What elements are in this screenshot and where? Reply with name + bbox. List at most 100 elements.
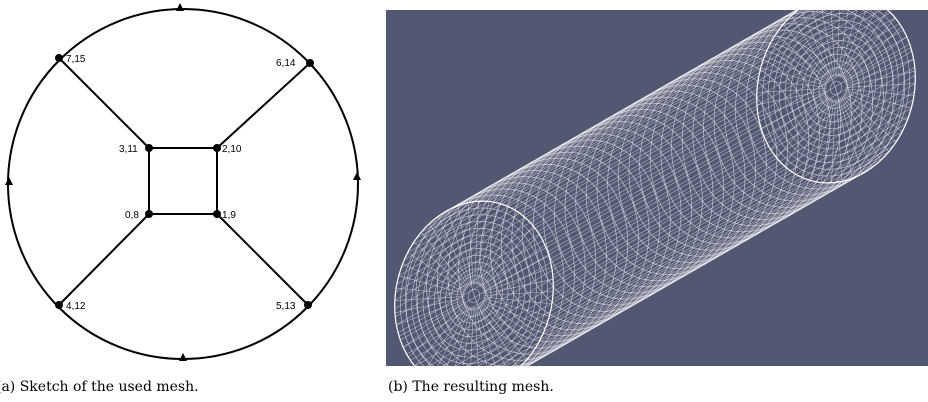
end-face-spoke-far — [810, 99, 834, 181]
end-face-spoke-far — [841, 10, 889, 79]
end-face-spoke-near — [470, 307, 474, 366]
end-face-ring-far — [829, 80, 843, 96]
end-face-spoke-far — [836, 10, 840, 77]
end-face-spoke-far — [782, 24, 830, 81]
end-face-spoke-far — [838, 10, 858, 77]
end-face-spoke-near — [474, 307, 479, 366]
end-face-spoke-near — [467, 202, 474, 285]
node-5-13 — [304, 301, 312, 309]
end-face-spoke-near — [474, 201, 479, 285]
mesh-ring-line — [713, 17, 874, 208]
connector-0-4 — [58, 213, 150, 306]
end-face-spoke-far — [843, 92, 903, 132]
end-face-spoke-far — [811, 10, 834, 78]
end-face-spoke-near — [481, 300, 541, 340]
end-face-spoke-far — [837, 10, 849, 77]
end-face-spoke-near — [479, 217, 527, 287]
mesh-ring-line — [671, 41, 831, 233]
end-face-spoke-near — [408, 303, 467, 358]
end-face-rim-far — [756, 10, 916, 184]
end-face-spoke-far — [775, 33, 829, 82]
end-face-spoke-near — [476, 306, 496, 366]
end-face-spoke-near — [396, 287, 465, 296]
end-face-spoke-far — [845, 70, 916, 87]
node-label-7-15: 7,15 — [66, 54, 86, 65]
mesh-render-viewport — [386, 10, 928, 366]
end-face-spoke-far — [842, 95, 890, 152]
connector-1-5 — [216, 213, 309, 306]
caption-render: (b) The resulting mesh. — [388, 379, 554, 395]
node-6-14 — [306, 59, 314, 67]
node-3-11 — [145, 144, 153, 152]
end-face-spoke-far — [783, 97, 831, 167]
end-face-spoke-near — [482, 255, 550, 292]
end-face-spoke-near — [414, 304, 468, 366]
end-face-spoke-near — [480, 225, 534, 288]
node-label-1-9: 1,9 — [222, 210, 236, 221]
end-face-spoke-far — [760, 92, 828, 129]
mesh-ring-line — [639, 60, 799, 251]
node-label-5-13: 5,13 — [276, 301, 296, 312]
mesh-ring-line — [724, 11, 884, 202]
end-face-spoke-near — [481, 302, 535, 351]
end-face-spoke-near — [482, 298, 550, 317]
end-face-spoke-far — [756, 89, 827, 106]
end-face-spoke-far — [770, 95, 829, 150]
end-face-spoke-near — [398, 275, 466, 294]
end-face-spoke-near — [396, 299, 465, 326]
end-face-spoke-far — [841, 96, 881, 161]
end-face-spoke-near — [483, 296, 552, 305]
end-face-spoke-far — [769, 44, 829, 84]
end-face-spoke-far — [845, 88, 914, 97]
node-label-4-12: 4,12 — [66, 301, 86, 312]
end-face-spoke-far — [830, 10, 836, 77]
end-face-spoke-near — [407, 252, 467, 292]
end-face-spoke-far — [836, 99, 843, 182]
end-face-spoke-far — [844, 47, 912, 84]
arrow-right-icon — [353, 172, 361, 180]
end-face-spoke-far — [843, 94, 897, 143]
arrow-top-icon — [176, 3, 184, 11]
node-label-2-10: 2,10 — [222, 144, 242, 155]
node-0-8 — [145, 210, 153, 218]
mesh-ring-line — [703, 23, 863, 214]
end-face-spoke-far — [821, 10, 835, 78]
cylinder-wireframe — [394, 10, 916, 366]
cylinder-far-end-face — [756, 10, 916, 184]
end-face-spoke-near — [413, 241, 467, 290]
mesh-ring-line — [628, 66, 788, 257]
end-face-spoke-near — [454, 307, 472, 366]
end-face-spoke-near — [478, 305, 506, 366]
end-face-spoke-far — [756, 88, 827, 93]
arrow-left-icon — [5, 177, 13, 185]
end-face-spoke-near — [429, 223, 469, 288]
cylinder-ring-lines — [394, 10, 916, 366]
end-face-spoke-near — [480, 303, 528, 360]
end-face-spoke-near — [477, 206, 509, 286]
end-face-spoke-near — [457, 205, 473, 286]
end-face-spoke-far — [844, 36, 907, 83]
end-face-spoke-far — [831, 99, 836, 183]
caption-sketch: (a) Sketch of the used mesh. — [0, 379, 199, 395]
end-face-spoke-near — [475, 201, 490, 285]
end-face-ring-near — [468, 288, 480, 304]
end-face-spoke-near — [427, 305, 469, 366]
end-face-spoke-far — [758, 91, 827, 118]
end-face-spoke-near — [447, 210, 472, 286]
node-label-6-14: 6,14 — [276, 58, 296, 69]
end-face-spoke-near — [483, 278, 554, 295]
node-label-3-11: 3,11 — [119, 144, 138, 155]
end-face-spoke-far — [843, 26, 902, 81]
end-face-spoke-far — [760, 67, 828, 86]
end-face-spoke-near — [476, 203, 500, 285]
end-face-spoke-near — [475, 306, 487, 366]
cylinder-near-end-face — [394, 200, 554, 366]
end-face-spoke-far — [842, 17, 896, 80]
end-face-spoke-far — [845, 83, 916, 88]
end-face-spoke-near — [403, 301, 466, 348]
node-7-15 — [55, 54, 63, 62]
end-face-spoke-far — [840, 97, 872, 168]
connector-2-6 — [216, 62, 311, 149]
end-face-spoke-far — [837, 98, 853, 179]
end-face-spoke-near — [483, 266, 552, 293]
